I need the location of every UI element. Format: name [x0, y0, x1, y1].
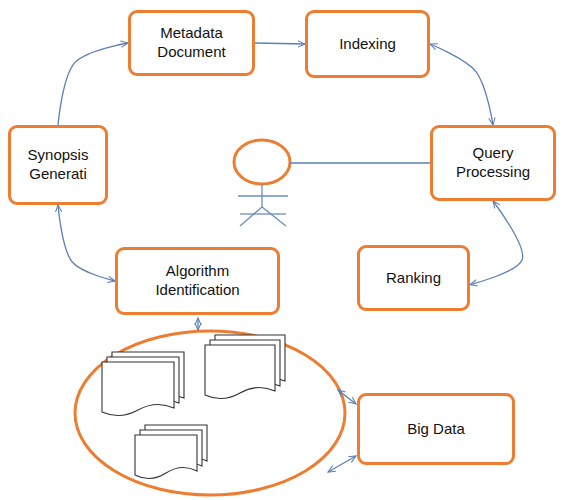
- document-page: [205, 345, 275, 399]
- flow-arrow: [470, 201, 523, 285]
- document-stacks: [102, 335, 285, 479]
- flow-arrow: [58, 43, 128, 125]
- bigdata-link: [338, 390, 356, 404]
- box-label: Query Processing: [442, 144, 544, 182]
- box-label: Algorithm Identification: [127, 262, 268, 300]
- user-figure: [234, 140, 290, 226]
- process-box: Big Data: [357, 393, 515, 465]
- box-label: Ranking: [386, 269, 441, 288]
- flow-arrow: [58, 205, 115, 281]
- document-page: [102, 362, 174, 416]
- bigdata-link: [328, 456, 356, 472]
- user-link: [290, 162, 430, 163]
- document-page: [135, 435, 197, 479]
- box-label: Indexing: [339, 35, 396, 54]
- process-box: Synopsis Generati: [8, 125, 108, 205]
- box-label: Metadata Document: [140, 24, 243, 62]
- flow-arrow: [255, 43, 305, 44]
- flow-arrow: [430, 44, 493, 125]
- data-store-ellipse: [75, 331, 345, 495]
- box-label: Big Data: [407, 420, 465, 439]
- process-box: Indexing: [305, 10, 430, 78]
- process-box: Metadata Document: [128, 10, 255, 76]
- store-link: [197, 318, 198, 330]
- process-box: Algorithm Identification: [115, 247, 280, 315]
- process-box: Query Processing: [430, 125, 556, 201]
- process-box: Ranking: [357, 245, 470, 311]
- box-label: Synopsis Generati: [20, 146, 96, 184]
